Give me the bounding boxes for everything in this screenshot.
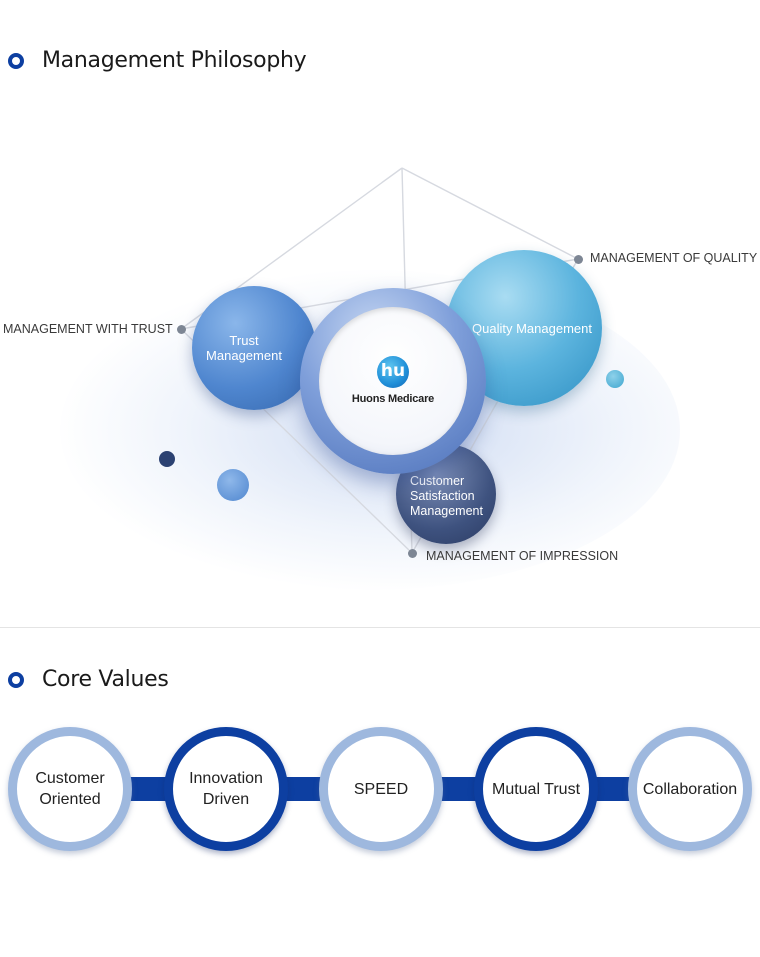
core-value-customer-oriented: Customer Oriented — [8, 727, 132, 851]
section-divider — [0, 627, 760, 628]
management-with-trust-label: MANAGEMENT WITH TRUST — [3, 322, 173, 336]
core-value-label: Collaboration — [642, 780, 738, 798]
decorative-dot-blue — [217, 469, 249, 501]
core-values-heading: Core Values — [8, 667, 169, 692]
core-value-collaboration: Collaboration — [628, 727, 752, 851]
core-value-label: SPEED — [353, 780, 409, 798]
core-value-label: Mutual Trust — [491, 780, 581, 798]
decorative-dot-navy — [159, 451, 175, 467]
management-of-quality-label: MANAGEMENT OF QUALITY — [590, 251, 758, 265]
core-values-title: Core Values — [42, 667, 169, 692]
quality-management-label: Quality Management — [472, 320, 592, 336]
core-value-innovation-driven: Innovation Driven — [164, 727, 288, 851]
center-logo-bubble: hu Huons Medicare — [300, 288, 486, 474]
trust-point — [177, 325, 186, 334]
center-logo-inner: hu Huons Medicare — [319, 307, 467, 455]
trust-management-bubble: Trust Management — [192, 286, 316, 410]
management-philosophy-diagram: Trust Management Quality Management Cust… — [0, 120, 760, 620]
circle-bullet-icon — [8, 52, 24, 69]
core-value-label: Customer Oriented — [35, 770, 105, 808]
circle-bullet-icon — [8, 671, 24, 688]
management-philosophy-heading: Management Philosophy — [8, 48, 307, 73]
management-philosophy-title: Management Philosophy — [42, 48, 307, 73]
decorative-dot-teal — [606, 370, 624, 388]
company-name: Huons Medicare — [351, 392, 435, 405]
core-value-mutual-trust: Mutual Trust — [474, 727, 598, 851]
core-value-speed: SPEED — [319, 727, 443, 851]
customer-satisfaction-label: Customer Satisfaction Management — [410, 474, 483, 518]
management-of-impression-label: MANAGEMENT OF IMPRESSION — [426, 549, 619, 563]
trust-management-label: Trust Management — [206, 333, 282, 363]
quality-point — [574, 255, 583, 264]
core-value-label: Innovation Driven — [189, 770, 263, 808]
impression-point — [408, 549, 417, 558]
huons-logo-icon: hu — [377, 355, 409, 388]
core-values-chain: Customer Oriented Innovation Driven SPEE… — [0, 727, 760, 853]
